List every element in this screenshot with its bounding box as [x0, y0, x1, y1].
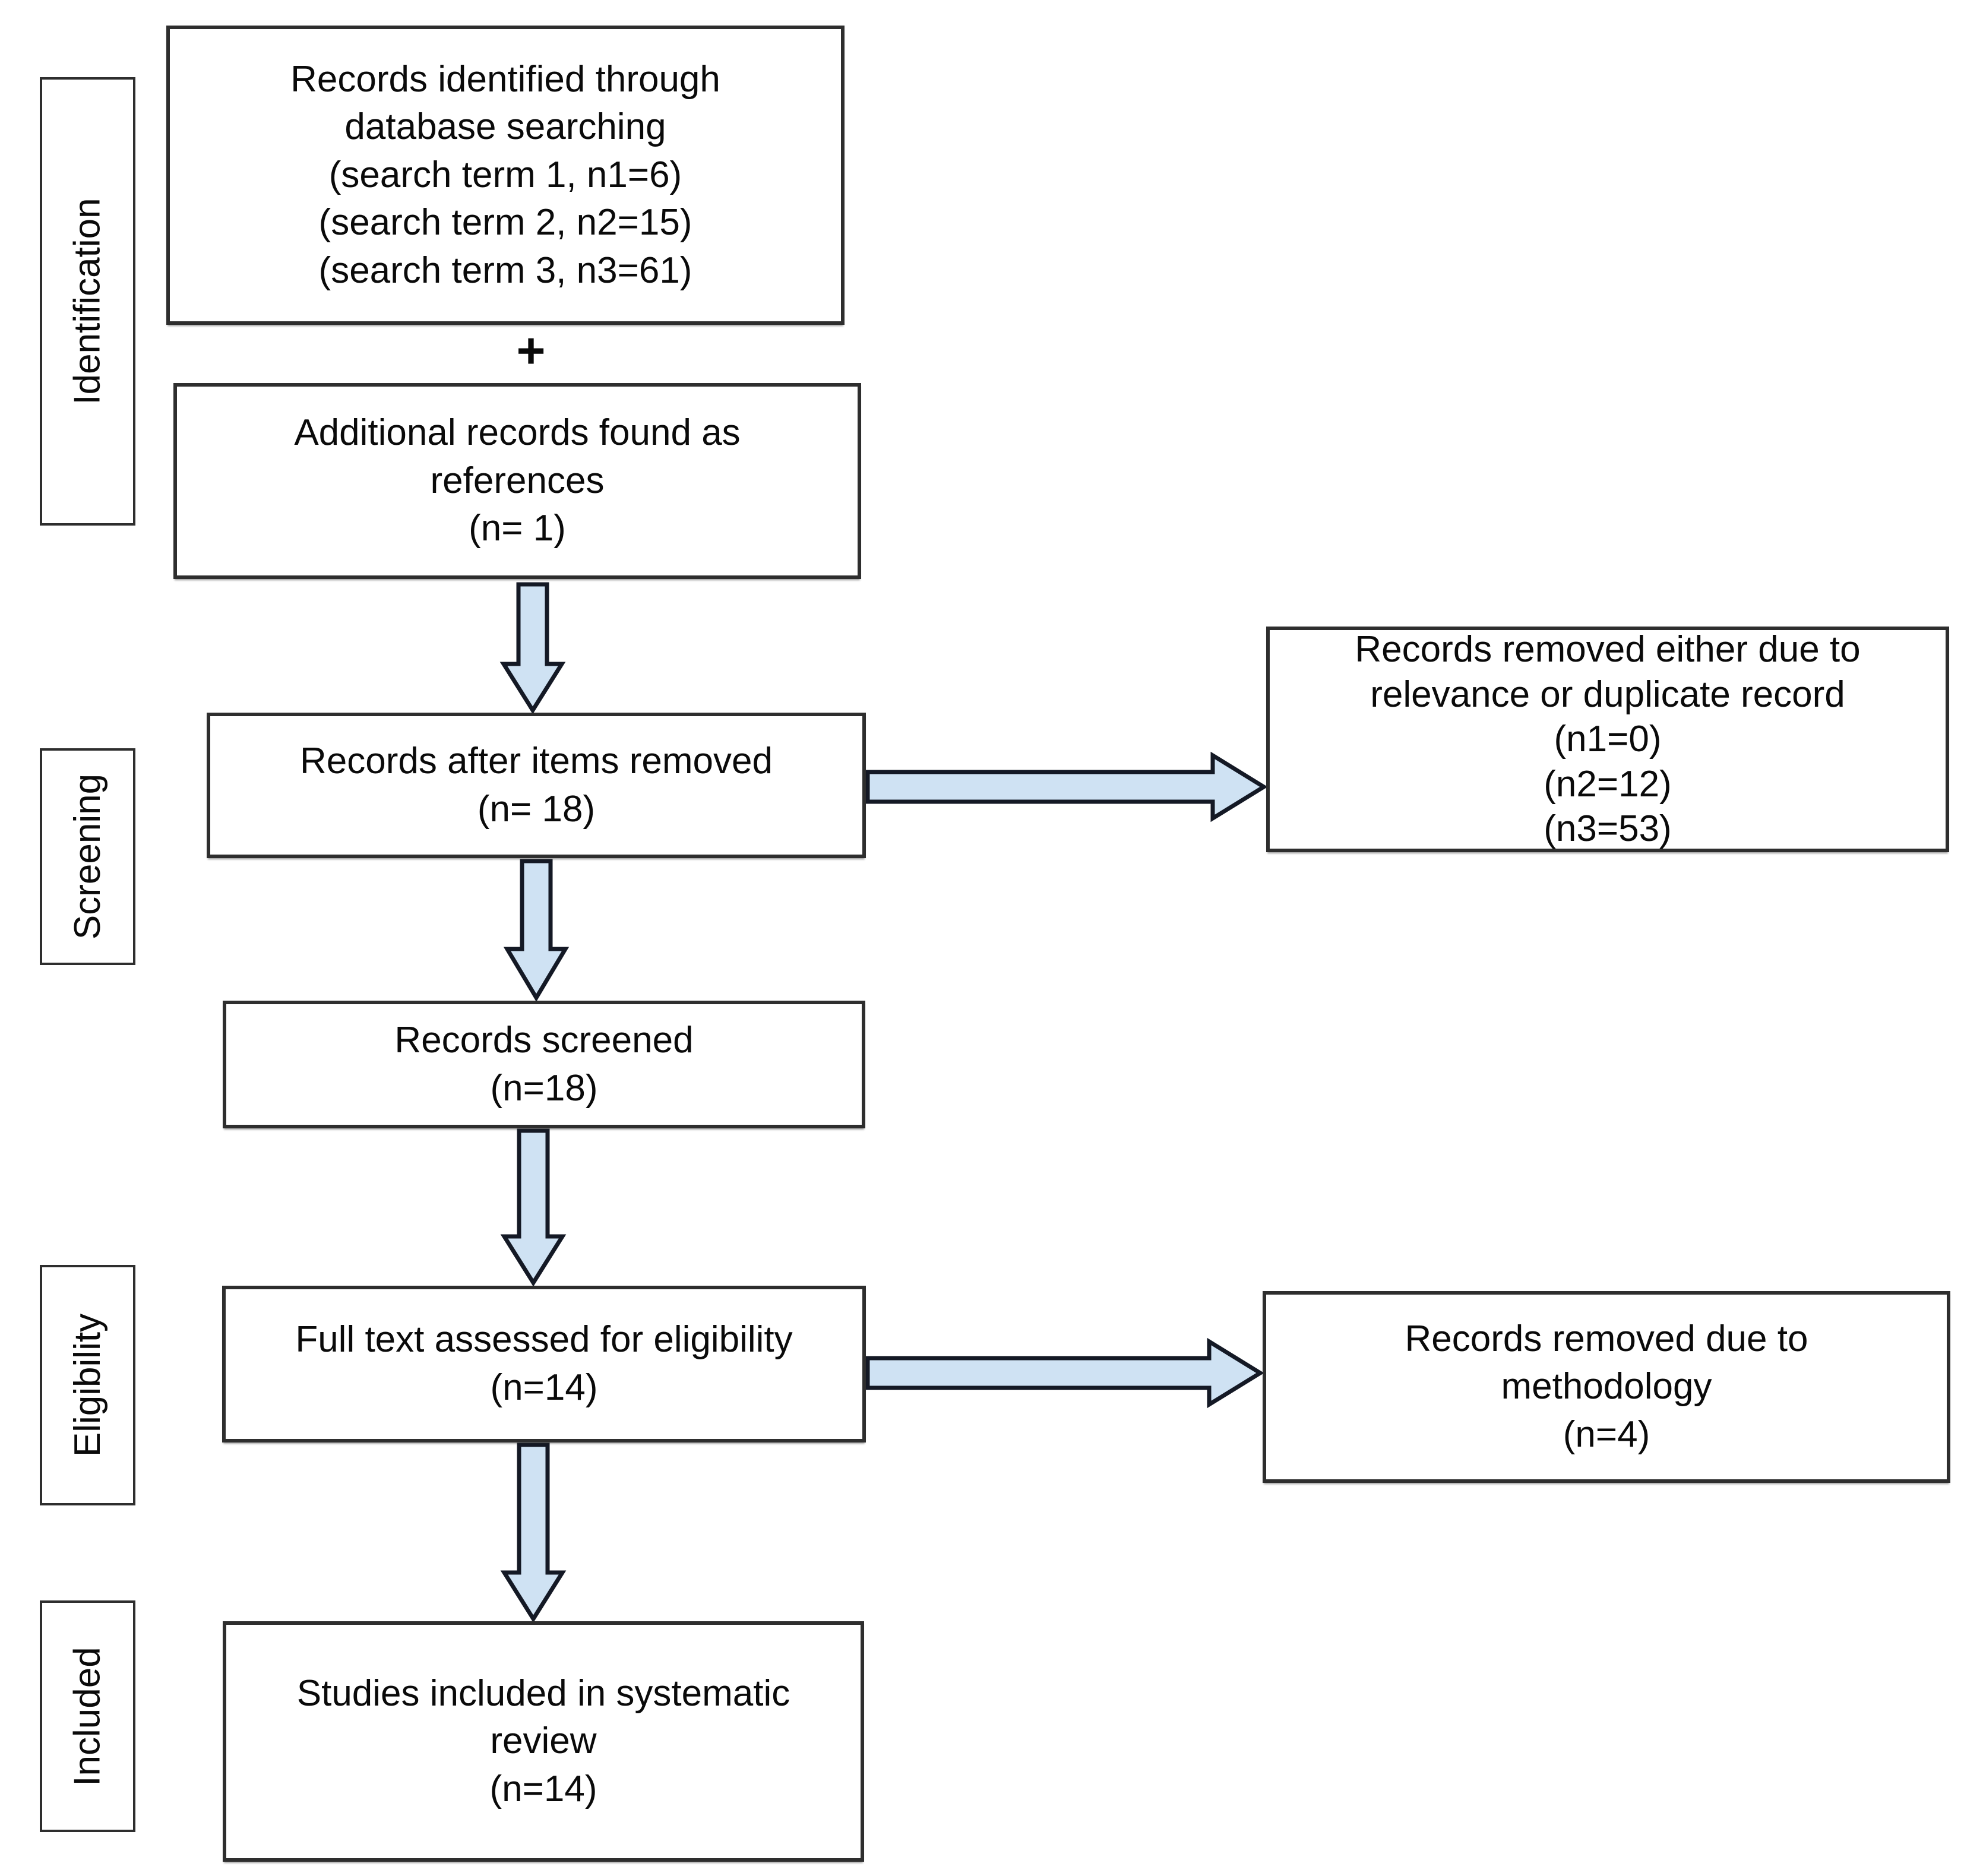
box-text-line: (n2=12): [1544, 763, 1672, 805]
box-additional-records: Additional records found as references (…: [173, 383, 861, 579]
plus-sign: +: [516, 322, 546, 378]
stage-label-included: Included: [40, 1600, 135, 1832]
box-text-line: Records after items removed: [300, 740, 773, 782]
box-records-screened: Records screened (n=18): [223, 1001, 865, 1128]
box-text-line: Records removed either due to: [1355, 628, 1861, 670]
box-text-line: database searching: [344, 106, 666, 148]
box-text-line: (n= 18): [477, 788, 596, 830]
box-records-removed-relevance: Records removed either due to relevance …: [1266, 627, 1949, 852]
stage-label-text: Identification: [67, 198, 108, 405]
box-text-line: relevance or duplicate record: [1370, 673, 1845, 715]
flow-arrow-down-4-icon: [500, 1442, 567, 1623]
box-text-line: (n=18): [490, 1067, 598, 1109]
box-text-line: Records identified through: [290, 58, 720, 100]
stage-label-text: Eligibility: [67, 1313, 109, 1457]
box-text-line: (search term 2, n2=15): [318, 202, 692, 243]
box-full-text-assessed: Full text assessed for eligibility (n=14…: [222, 1286, 866, 1442]
box-text-line: Full text assessed for eligibility: [295, 1319, 793, 1361]
flow-arrow-down-2-icon: [503, 859, 570, 1002]
box-studies-included: Studies included in systematic review (n…: [223, 1621, 864, 1862]
flow-arrow-down-1-icon: [499, 582, 566, 714]
flow-arrow-down-3-icon: [500, 1128, 567, 1287]
box-text-line: Studies included in systematic: [296, 1672, 790, 1714]
box-text-line: (n=14): [490, 1367, 598, 1408]
box-records-identified: Records identified through database sear…: [166, 26, 845, 325]
stage-label-eligibility: Eligibility: [40, 1265, 135, 1505]
box-text-line: (n1=0): [1554, 719, 1662, 760]
stage-label-text: Screening: [67, 773, 108, 940]
box-records-after-removed: Records after items removed (n= 18): [207, 713, 866, 858]
flow-arrow-right-eligibility-icon: [865, 1337, 1264, 1409]
box-text-line: Records screened: [394, 1019, 694, 1061]
stage-label-screening: Screening: [40, 748, 135, 965]
box-text-line: (n=14): [489, 1768, 597, 1809]
box-text-line: Records removed due to: [1405, 1318, 1808, 1359]
box-text-line: (n=4): [1563, 1413, 1650, 1455]
box-text-line: (n= 1): [469, 508, 566, 549]
box-text-line: methodology: [1501, 1366, 1712, 1407]
box-text-line: (search term 1, n1=6): [328, 154, 682, 195]
box-text-line: (search term 3, n3=61): [318, 249, 692, 291]
box-text-line: review: [490, 1720, 597, 1762]
stage-label-identification: Identification: [40, 77, 135, 526]
flow-arrow-right-screening-icon: [865, 751, 1268, 822]
box-text-line: references: [430, 460, 605, 501]
box-records-removed-methodology: Records removed due to methodology (n=4): [1263, 1291, 1950, 1483]
box-text-line: (n3=53): [1544, 808, 1672, 850]
box-text-line: Additional records found as: [294, 412, 741, 454]
stage-label-text: Included: [67, 1646, 109, 1786]
